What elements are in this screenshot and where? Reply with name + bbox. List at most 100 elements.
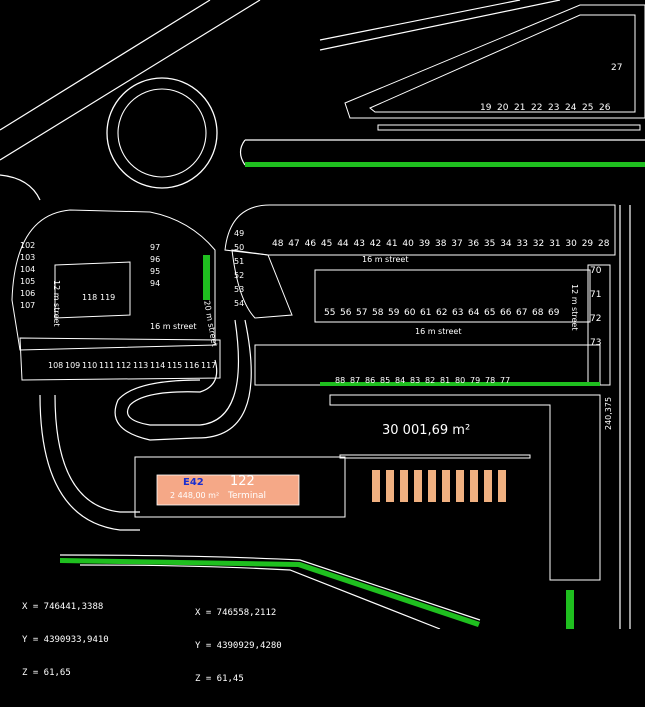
lot-number: 62 [436,308,448,318]
street-label-north: 16 m street [362,255,409,264]
parking-bay [400,470,408,502]
terminal-building [156,474,300,506]
coordinate-block-2: X = 746558,2112 Y = 4390929,4280 Z = 61,… [195,586,282,707]
lot-number: 68 [532,308,544,318]
lot-number: 117 [201,361,217,370]
lot-number: 40 [402,239,414,249]
green-strip-east [566,590,574,629]
west-parking-curve [39,394,140,531]
lot-number: 25 [582,103,594,113]
lot-number: 108 [48,361,64,370]
lot-number: 28 [598,239,610,249]
lot-number: 23 [548,103,560,113]
lot-number: 118 [82,293,98,302]
top-right-road-edge-b [319,0,521,41]
parking-bay [414,470,422,502]
roundabout [106,77,218,189]
lot-number: 47 [288,239,300,249]
lot-number: 85 [380,376,391,385]
lot-number: 59 [388,308,400,318]
lot-number: 97 [150,243,161,252]
south-block [314,269,591,323]
terminal-area [134,456,346,518]
west-bottom-row [19,337,221,381]
lot-number: 19 [480,103,492,113]
lot-number: 103 [20,253,36,262]
lot-number: 87 [350,376,361,385]
lot-number: 80 [455,376,466,385]
lot-number: 112 [116,361,132,370]
lot-number: 60 [404,308,416,318]
lot-number: 70 [590,266,602,276]
street-label-east: 12 m street [570,284,579,331]
street-label-west-a: 16 m street [150,322,197,331]
green-strips [60,162,645,629]
coordinate-y: Y = 4390929,4280 [195,641,282,651]
lot-number: 111 [99,361,115,370]
lot-number: 96 [150,255,161,264]
loop-inner [114,319,252,441]
terminal-code: E42 [183,477,204,488]
lot-number: 71 [590,290,602,300]
lot-number: 51 [234,257,245,266]
top-left-road-edge-b [0,0,261,161]
left-road-curve [0,174,41,201]
lot-number: 73 [590,338,602,348]
parking-bay [498,470,506,502]
lot-number: 24 [565,103,577,113]
bottom-road-b [79,564,441,629]
lot-number: 113 [133,361,149,370]
terminal-name: Terminal [228,491,267,501]
lot-number: 52 [234,271,245,280]
loop-outer [126,319,240,426]
lot-number: 77 [500,376,511,385]
lot-number: 27 [611,63,623,73]
lot-number: 84 [395,376,406,385]
wedge-block [231,249,293,319]
lot-number: 44 [337,239,349,249]
lot-number: 43 [353,239,365,249]
west-inner-block [54,261,131,319]
lot-number: 33 [516,239,528,249]
roundabout-outer [106,77,218,189]
area-dimension-box [339,454,531,459]
west-block [11,209,216,351]
lot-blocks [11,204,616,386]
east-col-block [587,264,611,386]
parking-outline [329,394,601,581]
top-right-road-edge [319,0,561,51]
lot-number: 38 [435,239,447,249]
triangle-arrow-strip [377,124,641,131]
lot-number: 30 [565,239,577,249]
lot-number: 42 [369,239,382,249]
lot-number: 105 [20,277,36,286]
vertical-dimension: 240,375 [604,396,613,430]
terminal-number: 122 [230,474,255,489]
lot-number: 79 [470,376,481,385]
lot-number: 81 [440,376,451,385]
lot-number: 26 [599,103,611,113]
street-label-south: 16 m street [415,327,462,336]
lot-number: 109 [65,361,81,370]
green-strip-diagonal [203,255,210,300]
lot-number: 88 [335,376,346,385]
lot-number: 86 [365,376,376,385]
site-plan-canvas: 16 m street 16 m street 16 m street 12 m… [0,0,645,684]
lot-number: 34 [500,239,512,249]
lot-number: 94 [150,279,161,288]
coordinate-z: Z = 61,65 [22,668,71,678]
bottom-road-a [59,554,481,621]
lot-number: 116 [184,361,200,370]
lot-number: 119 [100,293,116,302]
green-strip-main [245,162,645,167]
triangle-block [344,4,645,131]
parking-bay [456,470,464,502]
parking-bay [386,470,394,502]
lot-number: 95 [150,267,161,276]
coordinate-z: Z = 61,45 [195,674,244,684]
lot-number: 56 [340,308,352,318]
lot-number: 82 [425,376,436,385]
lot-number: 49 [234,229,245,238]
coordinate-x: X = 746441,3388 [22,602,104,612]
coordinate-x: X = 746558,2112 [195,608,277,618]
